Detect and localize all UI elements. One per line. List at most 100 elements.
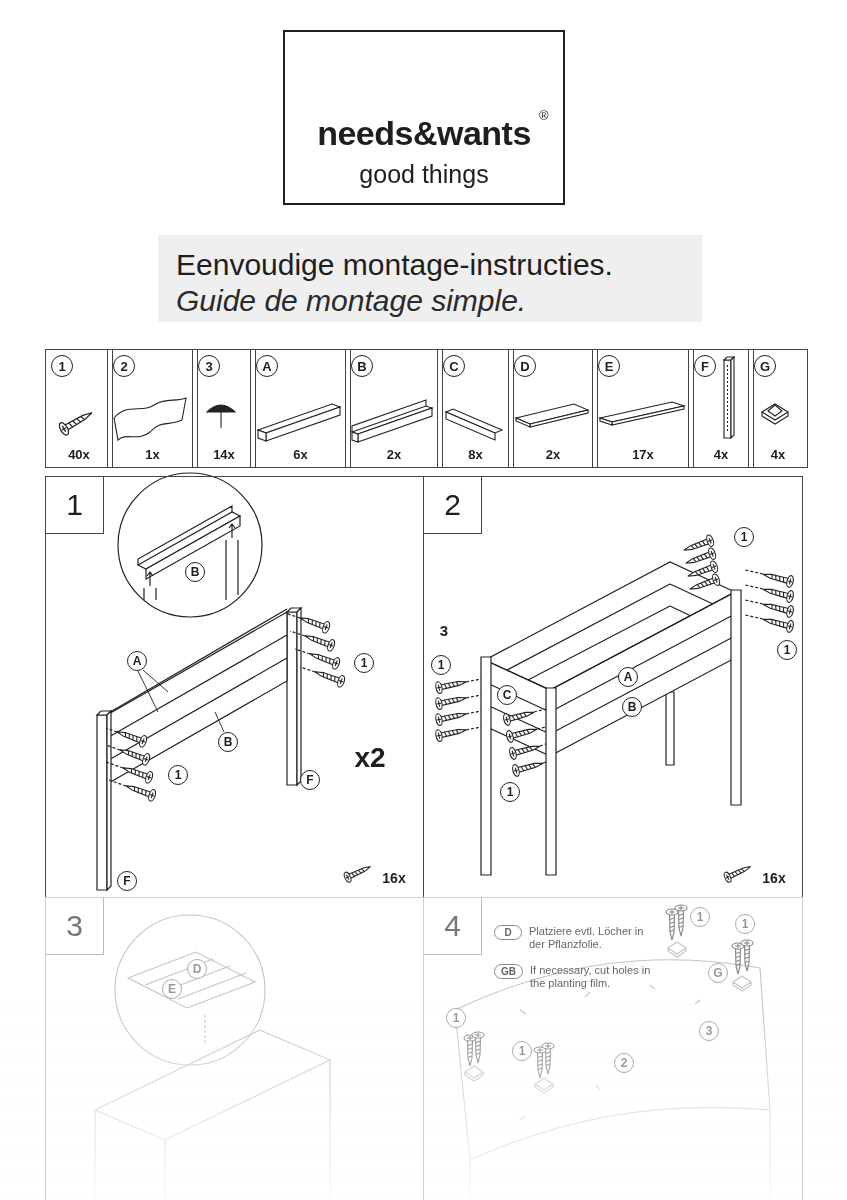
step1-drawing (147, 524, 235, 586)
step2-drawing (435, 724, 468, 742)
brand-tagline: good things (285, 160, 563, 189)
step2-drawing (546, 688, 556, 875)
part-letter: A (256, 355, 278, 377)
step-number: 1 (46, 477, 104, 534)
step2-drawing (435, 708, 468, 726)
step1-drawing (106, 613, 315, 786)
part-icons (762, 404, 788, 420)
callout-number: E (162, 979, 182, 999)
part-icons (768, 405, 782, 416)
part-count: 2x (509, 447, 597, 462)
step-number: 3 (46, 898, 104, 955)
callout-number: B (185, 562, 205, 582)
part-icons (207, 405, 235, 412)
language-badge: D (494, 925, 522, 940)
step1-drawing (138, 670, 224, 732)
part-icons (352, 400, 426, 432)
language-badge: GB (494, 964, 523, 979)
callout-number: 1 (690, 907, 710, 927)
step1-drawing (124, 780, 157, 802)
step3-drawing (145, 959, 246, 999)
step2-drawing (466, 570, 763, 763)
registered-mark: ® (539, 108, 549, 123)
part-cell: B2x (345, 349, 443, 468)
language-note: D Platziere evtl. Löcher in der Pflanzfol… (494, 925, 657, 951)
part-letter: 2 (113, 355, 135, 377)
callout-number: 1 (735, 914, 755, 934)
step2-drawing (761, 583, 794, 603)
part-icons (530, 410, 588, 427)
step1-drawing (107, 711, 111, 890)
part-letter: F (694, 355, 716, 377)
part-count: 2x (346, 447, 442, 462)
part-letter: C (443, 355, 465, 377)
step1-drawing (308, 648, 341, 670)
part-count: 40x (46, 447, 112, 462)
step2-drawing (435, 676, 468, 694)
part-letter: E (598, 355, 620, 377)
step2-drawing (761, 568, 794, 588)
callout-number: 1 (431, 655, 451, 675)
step1-drawing (97, 715, 107, 890)
step1-drawing (287, 612, 297, 785)
step1-drawing (118, 473, 262, 617)
callout-number: G (708, 963, 728, 983)
step4-drawing (675, 905, 687, 936)
step2-drawing (688, 573, 721, 595)
brand-name: needs&wants (285, 114, 563, 153)
step2-drawing (466, 679, 481, 730)
part-icons (612, 406, 684, 425)
note-text: Platziere evtl. Löcher in der Pflanzfoli… (529, 925, 657, 951)
step2-drawing (505, 723, 538, 743)
callout-number: 1 (446, 1008, 466, 1028)
callout-number: F (300, 770, 320, 790)
callout-number: 1 (354, 653, 374, 673)
part-cell: C 8x (437, 349, 514, 468)
step2-drawing (745, 570, 763, 619)
step1-drawing (138, 512, 240, 569)
step4-drawing (733, 976, 751, 991)
multiplier: x2 (354, 742, 385, 774)
step-number: 4 (424, 898, 482, 955)
part-letter: 3 (198, 355, 220, 377)
part-icons (266, 407, 340, 441)
step2-drawing (534, 709, 546, 763)
step-panel: 4D Platziere evtl. Löcher in der Pflanzfo… (423, 897, 803, 1200)
step4-drawing (741, 940, 753, 971)
step2-drawing (485, 682, 550, 734)
part-icons (220, 412, 221, 428)
step2-drawing (485, 562, 735, 690)
step1-drawing (121, 762, 154, 784)
part-count: 8x (438, 447, 513, 462)
step2-drawing (435, 692, 468, 710)
part-icons (600, 418, 612, 425)
part-count: 14x (193, 447, 255, 462)
callout-number: 2 (614, 1053, 634, 1073)
step4-drawing (666, 909, 678, 940)
part-cell: E17x (592, 349, 694, 468)
part-letter: D (514, 355, 536, 377)
step1-drawing (118, 744, 151, 766)
part-cell: 140x (45, 349, 113, 468)
callout-number: D (187, 959, 207, 979)
step1-drawing (97, 473, 373, 890)
part-icons (352, 432, 358, 442)
screw-count: 16x (382, 870, 405, 886)
part-cell: 3 14x (192, 349, 256, 468)
step2-drawing (723, 862, 753, 884)
title-band: Eenvoudige montage-instructies.Guide de … (158, 235, 702, 322)
part-cell: F4x (688, 349, 754, 468)
part-icons (446, 412, 495, 440)
callout-number: 1 (734, 527, 754, 547)
step1-drawing (303, 630, 336, 652)
step1-drawing (343, 862, 373, 884)
step1-drawing (107, 609, 287, 761)
step2-drawing (502, 706, 535, 726)
subtitle-text: Guide de montage simple. (176, 283, 702, 319)
step2-drawing (761, 613, 794, 633)
part-icons (724, 360, 731, 438)
part-icons (516, 418, 530, 427)
step4-drawing (668, 942, 686, 957)
screw-count: 16x (762, 870, 785, 886)
